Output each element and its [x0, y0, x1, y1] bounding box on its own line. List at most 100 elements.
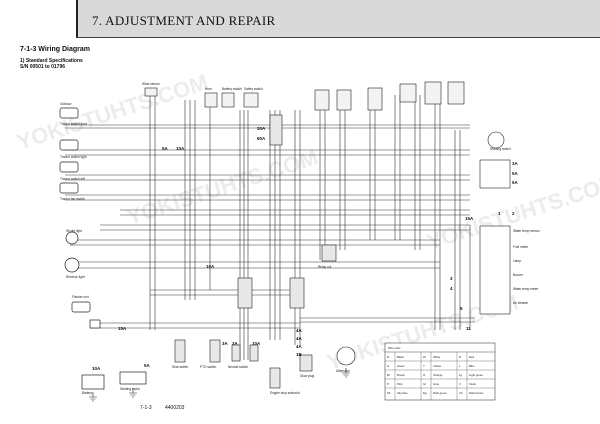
fuse-label: 4A: [296, 336, 303, 341]
fuse-label: 10A: [176, 146, 185, 151]
component-label: Horn: [205, 87, 212, 91]
component-label: Tractor switch left: [60, 177, 85, 181]
svg-text:W: W: [423, 355, 426, 359]
component-label: Glow plug: [300, 374, 314, 378]
svg-text:Black: Black: [397, 355, 404, 359]
fuse-label: 5A: [144, 363, 151, 368]
fuse-label: 3A: [232, 341, 239, 346]
ref-number: 1: [498, 211, 501, 216]
fuse-label: 15A: [118, 326, 127, 331]
ref-number: 11: [466, 326, 471, 331]
wiring-harness-horizontal: [65, 124, 475, 329]
serial-range: S/N 00501 to 01796: [20, 64, 66, 70]
fuse-label: 60A: [257, 136, 266, 141]
fuse-label: 3A: [222, 341, 229, 346]
svg-text:B: B: [387, 355, 389, 359]
component-label: PTO switch: [200, 365, 216, 369]
component-label: Relay cut: [318, 265, 331, 269]
component-label: Air cleaner: [513, 301, 529, 305]
fuse-label: 15A: [465, 216, 474, 221]
ref-number: 5: [460, 306, 463, 311]
svg-text:Pink: Pink: [397, 382, 403, 386]
svg-text:P: P: [387, 382, 389, 386]
component-label: Tractor switch front: [60, 122, 87, 126]
svg-text:L: L: [459, 364, 461, 368]
component-label: Engine stop solenoid: [270, 391, 300, 395]
legend-row: G Green Y Yellow L Blue: [387, 364, 475, 368]
component-label: Battery: [82, 391, 93, 395]
component-labels: Wind sensor Horn Battery switch Safety s…: [60, 82, 541, 395]
svg-text:Dark brown: Dark brown: [469, 391, 484, 395]
top-connector-blocks: [144, 81, 511, 315]
svg-text:Green: Green: [397, 364, 405, 368]
ref-number: 4: [450, 286, 453, 291]
svg-text:Violet: Violet: [469, 382, 476, 386]
spec-heading: 1) Standard Specifications: [20, 58, 83, 64]
ref-number: 2: [512, 211, 515, 216]
component-label: Alternator: [336, 369, 351, 373]
svg-text:Orange: Orange: [433, 373, 443, 377]
component-label: Lamp: [513, 259, 521, 263]
svg-text:V: V: [459, 382, 461, 386]
component-label: Battery switch: [222, 87, 242, 91]
component-label: Outdoor: [60, 102, 72, 106]
svg-text:Yellow: Yellow: [433, 364, 442, 368]
svg-text:R: R: [459, 355, 461, 359]
legend-row: Br Brown O Orange Lg Light green: [387, 373, 483, 377]
fuse-label: 5A: [512, 180, 519, 185]
reference-numbers: 1 2 3 4 5 11: [450, 211, 515, 331]
ground-symbols: [89, 368, 350, 402]
svg-text:Ch: Ch: [459, 391, 463, 395]
fuse-labels: 30A 60A 5A 10A 15A 10A 3A 5A 5A 15A 3A 3…: [92, 126, 519, 371]
svg-text:Gray: Gray: [433, 382, 440, 386]
central-connectors: [174, 114, 356, 389]
svg-text:Sky blue: Sky blue: [397, 391, 408, 395]
component-label: Wind sensor: [142, 82, 161, 86]
component-label: Safety switch: [244, 87, 263, 91]
legend-row: Sb Sky blue Dg Dark green Ch Dark brown: [387, 391, 484, 395]
component-label: Reverse light: [66, 275, 85, 279]
svg-text:Gr: Gr: [423, 382, 426, 386]
component-label: Water temp meter: [513, 287, 539, 291]
watermark: YOKISTUHTS.COM YOKISTUHTS.COM YOKISTUHTS…: [14, 69, 600, 374]
component-label: Flasher unit: [72, 295, 89, 299]
svg-text:Y: Y: [423, 364, 425, 368]
svg-text:G: G: [387, 364, 389, 368]
left-component-group: [59, 107, 147, 390]
page-header: 7. ADJUSTMENT AND REPAIR: [76, 0, 600, 38]
section-title: 7-1-3 Wiring Diagram: [20, 46, 90, 53]
legend-row: B Black W White R Red: [387, 355, 475, 359]
fuse-label: 4A: [296, 344, 303, 349]
svg-text:Red: Red: [469, 355, 475, 359]
svg-text:Sb: Sb: [387, 391, 391, 395]
watermark-text-2: YOKISTUHTS.COM: [124, 144, 321, 229]
component-label: Buzzer: [513, 273, 524, 277]
document-code: 4400203: [165, 405, 185, 411]
fuse-label: 1B: [296, 352, 303, 357]
wire-color-legend: Wire color B Black W White R Red G Green…: [384, 342, 496, 401]
component-label: Tractor fan switch: [60, 197, 85, 201]
fuse-label: 3A: [512, 161, 519, 166]
component-label: Starting motor: [120, 387, 141, 391]
svg-text:Brown: Brown: [397, 373, 405, 377]
svg-text:Dark green: Dark green: [433, 391, 447, 395]
fuse-label: 5A: [512, 171, 519, 176]
fuse-label: 10A: [206, 264, 215, 269]
page-number: 7-1-3: [140, 405, 152, 411]
svg-text:Br: Br: [387, 373, 390, 377]
component-label: Neutral switch: [228, 365, 248, 369]
svg-text:Blue: Blue: [469, 364, 475, 368]
svg-text:Lg: Lg: [459, 373, 463, 377]
page-title: 7. ADJUSTMENT AND REPAIR: [92, 13, 276, 28]
legend-title: Wire color: [388, 346, 401, 350]
fuse-label: 10A: [92, 366, 101, 371]
ref-number: 3: [450, 276, 453, 281]
svg-text:Dg: Dg: [423, 391, 427, 395]
component-label: Tractor switch light: [60, 155, 87, 159]
svg-text:Light green: Light green: [469, 373, 483, 377]
fuse-label: 5A: [162, 146, 169, 151]
component-label: Stroke light: [66, 229, 82, 233]
watermark-text-1: YOKISTUHTS.COM: [14, 69, 211, 154]
fuse-label: 4A: [296, 328, 303, 333]
